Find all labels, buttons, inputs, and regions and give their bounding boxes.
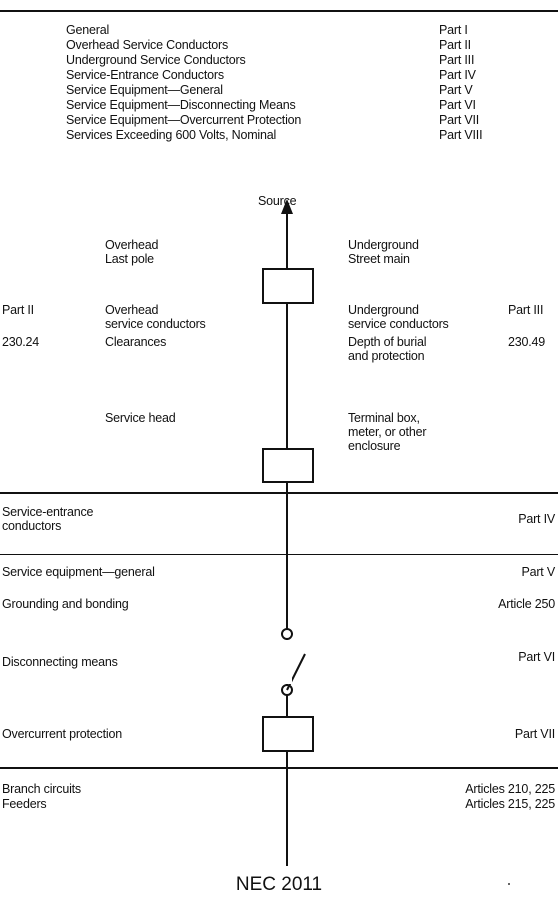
overhead-last-pole-label: Overhead Last pole bbox=[105, 238, 159, 266]
stray-dot bbox=[508, 883, 510, 885]
index-part: Part V bbox=[439, 83, 473, 97]
service-line bbox=[286, 206, 288, 866]
index-part: Part I bbox=[439, 23, 468, 37]
index-title: Underground Service Conductors bbox=[66, 53, 246, 67]
clearances-label: Clearances bbox=[105, 335, 167, 349]
branch-circuits-label: Branch circuits bbox=[2, 782, 81, 796]
equipment-general-label: Service equipment—general bbox=[2, 565, 155, 579]
index-title: General bbox=[66, 23, 110, 37]
index-part: Part II bbox=[439, 38, 471, 52]
service-head-box bbox=[262, 448, 314, 483]
underground-street-main-label: Underground Street main bbox=[348, 238, 419, 266]
part-iii-label: Part III bbox=[508, 303, 544, 317]
part-ii-label: Part II bbox=[2, 303, 34, 317]
ref-230-49-label: 230.49 bbox=[508, 335, 546, 349]
source-label: Source bbox=[258, 194, 297, 208]
grounding-label: Grounding and bonding bbox=[2, 597, 129, 611]
overcurrent-part: Part VII bbox=[514, 727, 555, 741]
service-entrance-part: Part IV bbox=[518, 512, 555, 526]
index-part: Part VII bbox=[439, 113, 480, 127]
ref-230-24-label: 230.24 bbox=[2, 335, 40, 349]
grounding-ref: Article 250 bbox=[498, 597, 555, 611]
feeders-ref: Articles 215, 225 bbox=[465, 797, 555, 811]
depth-of-burial-label: Depth of burial and protection bbox=[348, 335, 427, 363]
index-title: Service Equipment—Disconnecting Means bbox=[66, 98, 296, 112]
terminal-icon bbox=[281, 628, 293, 640]
top-rule bbox=[0, 10, 558, 12]
index-title: Overhead Service Conductors bbox=[66, 38, 229, 52]
index-part: Part VI bbox=[439, 98, 476, 112]
caption: NEC 2011 bbox=[235, 874, 323, 895]
pole-box bbox=[262, 268, 314, 304]
index-part: Part VIII bbox=[439, 128, 483, 142]
source-arrow-icon bbox=[281, 199, 293, 214]
disconnecting-part: Part VI bbox=[518, 650, 555, 664]
overcurrent-label: Overcurrent protection bbox=[2, 727, 122, 741]
index-title: Service Equipment—General bbox=[66, 83, 223, 97]
switch-blade-icon bbox=[286, 653, 306, 691]
terminal-box-label: Terminal box, meter, or other enclosure bbox=[348, 411, 427, 453]
index-title: Services Exceeding 600 Volts, Nominal bbox=[66, 128, 277, 142]
switch-gap bbox=[284, 640, 292, 684]
index-title: Service Equipment—Overcurrent Protection bbox=[66, 113, 302, 127]
index-part: Part IV bbox=[439, 68, 476, 82]
service-entrance-label: Service-entrance conductors bbox=[2, 505, 94, 533]
equipment-general-part: Part V bbox=[521, 565, 555, 579]
overcurrent-box bbox=[262, 716, 314, 752]
branch-circuits-ref: Articles 210, 225 bbox=[465, 782, 555, 796]
service-head-label: Service head bbox=[105, 411, 176, 425]
disconnecting-label: Disconnecting means bbox=[2, 655, 118, 669]
overhead-conductors-label: Overhead service conductors bbox=[105, 303, 206, 331]
divider-branch bbox=[0, 767, 558, 769]
divider-service-entrance bbox=[0, 492, 558, 494]
index-part: Part III bbox=[439, 53, 475, 67]
index-title: Service-Entrance Conductors bbox=[66, 68, 224, 82]
feeders-label: Feeders bbox=[2, 797, 47, 811]
underground-conductors-label: Underground service conductors bbox=[348, 303, 449, 331]
divider-equipment bbox=[0, 554, 558, 555]
